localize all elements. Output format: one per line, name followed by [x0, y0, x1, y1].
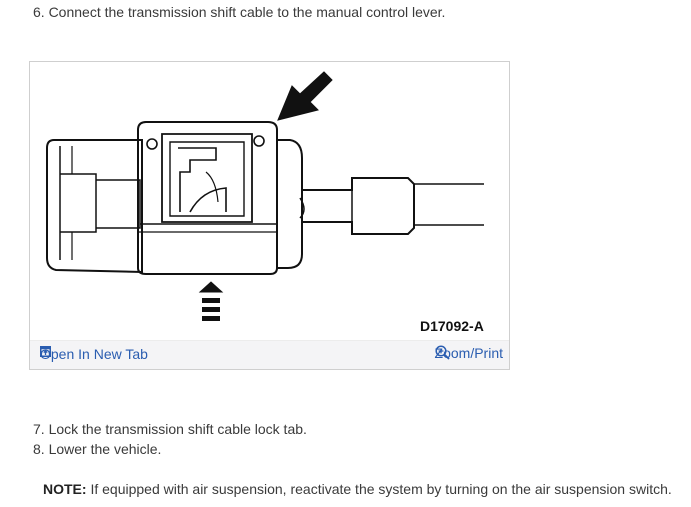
open-in-new-tab-link[interactable]: Open In New Tab	[40, 346, 148, 362]
lever-housing-left-detail	[60, 173, 97, 233]
push-arrow-bar1	[202, 298, 220, 303]
mount-hole-left	[146, 138, 158, 150]
figure-toolbar: Open In New Tab Zoom/Print	[30, 340, 509, 369]
cable-connector-ridge	[299, 197, 305, 219]
lock-tab-curve	[189, 187, 227, 213]
push-arrow-bar3	[202, 316, 220, 321]
note-label: NOTE:	[43, 481, 87, 497]
block-upper-lip	[137, 222, 277, 233]
lock-tab-window	[161, 133, 253, 223]
mount-hole-right	[253, 135, 265, 147]
pointer-arrow	[277, 71, 333, 121]
lock-tab-spring	[205, 171, 219, 203]
block-right-cap	[277, 139, 303, 269]
figure-panel: D17092-A Open In New Tab Zoom/Print	[29, 61, 510, 370]
lever-housing-left	[46, 139, 143, 274]
lock-tab-window-inner	[169, 141, 245, 217]
figure-caption: D17092-A	[420, 318, 484, 334]
push-arrow	[198, 281, 224, 293]
open-in-new-tab-label: Open In New Tab	[40, 346, 148, 362]
zoom-print-label: Zoom/Print	[434, 345, 503, 361]
shift-cable-diagram	[46, 71, 484, 321]
push-arrow-bar2	[202, 307, 220, 312]
note-paragraph: NOTE: If equipped with air suspension, r…	[43, 481, 672, 497]
note-text: If equipped with air suspension, reactiv…	[86, 481, 672, 497]
step-7-text: 7. Lock the transmission shift cable loc…	[33, 421, 307, 437]
step-6-text: 6. Connect the transmission shift cable …	[33, 4, 446, 20]
lever-housing-left-detail2	[96, 179, 141, 229]
zoom-in-icon	[434, 345, 450, 360]
zoom-print-link[interactable]: Zoom/Print	[435, 345, 503, 361]
open-new-tab-icon	[40, 346, 51, 357]
lock-tab	[178, 147, 217, 212]
cable-connector	[302, 177, 415, 235]
step-8-text: 8. Lower the vehicle.	[33, 441, 162, 457]
